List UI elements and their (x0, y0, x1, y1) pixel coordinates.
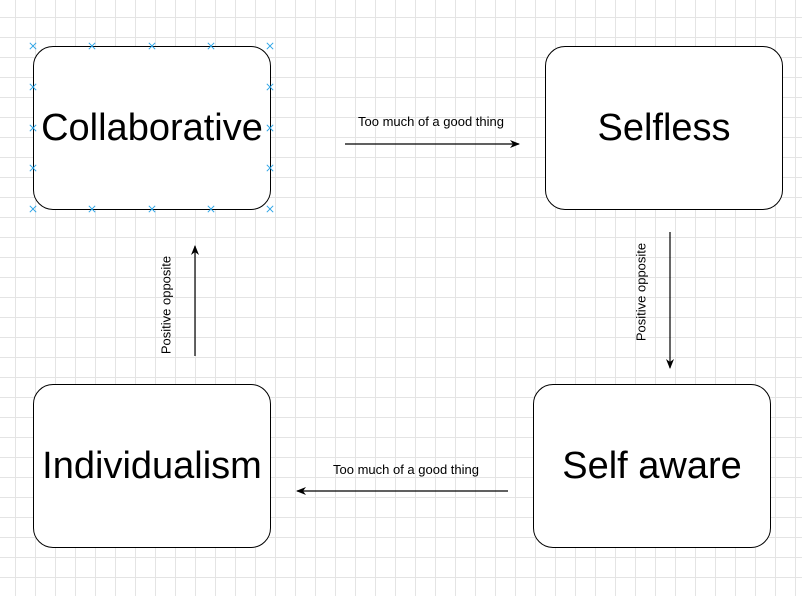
node-individualism-label: Individualism (42, 444, 262, 487)
selection-handle[interactable] (30, 125, 37, 132)
selection-handle[interactable] (267, 84, 274, 91)
selection-handle[interactable] (30, 43, 37, 50)
selection-handle[interactable] (149, 206, 156, 213)
node-selfless-label: Selfless (597, 106, 731, 149)
edge-label-aware-to-indiv[interactable]: Too much of a good thing (333, 462, 479, 477)
selection-handle[interactable] (89, 43, 96, 50)
selection-handle[interactable] (89, 206, 96, 213)
selection-handle[interactable] (267, 125, 274, 132)
selection-handle[interactable] (30, 206, 37, 213)
selection-handle[interactable] (30, 84, 37, 91)
node-collaborative-label: Collaborative (41, 106, 263, 149)
node-selfless[interactable]: Selfless (545, 46, 783, 210)
selection-handle[interactable] (208, 206, 215, 213)
node-individualism[interactable]: Individualism (33, 384, 271, 548)
selection-handle[interactable] (30, 165, 37, 172)
selection-handle[interactable] (267, 206, 274, 213)
selection-handle[interactable] (208, 43, 215, 50)
selection-handle[interactable] (267, 43, 274, 50)
edge-label-collab-to-selfless[interactable]: Too much of a good thing (358, 114, 504, 129)
edge-label-indiv-to-collab[interactable]: Positive opposite (158, 255, 174, 355)
node-self-aware[interactable]: Self aware (533, 384, 771, 548)
node-collaborative[interactable]: Collaborative (33, 46, 271, 210)
node-self-aware-label: Self aware (562, 444, 742, 487)
selection-handle[interactable] (267, 165, 274, 172)
selection-handle[interactable] (149, 43, 156, 50)
edge-label-selfless-to-aware[interactable]: Positive opposite (633, 242, 649, 342)
